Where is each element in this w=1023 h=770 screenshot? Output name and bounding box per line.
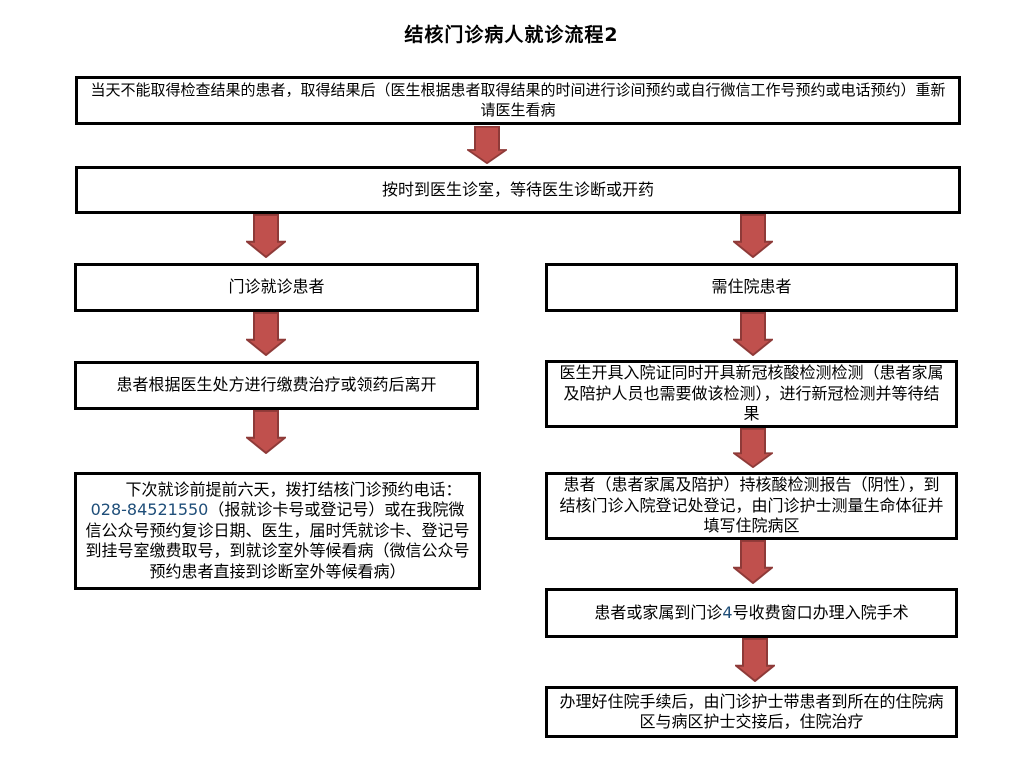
flow-box-text: 医生开具入院证同时开具新冠核酸检测检测（患者家属及陪护人员也需要做该检测），进行…	[559, 363, 944, 424]
flow-box-admission-test: 医生开具入院证同时开具新冠核酸检测检测（患者家属及陪护人员也需要做该检测），进行…	[545, 360, 958, 428]
down-arrow-icon	[733, 540, 773, 584]
next-visit-text-after: （报就诊卡号或登记号）或在我院微信公众号预约复诊日期、医生，届时凭就诊卡、登记号…	[85, 500, 470, 581]
flow-box-text: 办理好住院手续后，由门诊护士带患者到所在的住院病区与病区护士交接后，住院治疗	[559, 691, 944, 731]
fee-window-text-before: 患者或家属到门诊	[594, 602, 723, 622]
down-arrow-icon	[733, 312, 773, 356]
down-arrow-icon	[246, 410, 286, 454]
next-visit-text-before: 下次就诊前提前六天，拨打结核门诊预约电话：	[125, 479, 462, 499]
flow-box-register: 患者（患者家属及陪护）持核酸检测报告（阴性），到结核门诊入院登记处登记，由门诊护…	[545, 472, 958, 540]
fee-window-text-after: 号收费窗口办理入院手术	[732, 602, 909, 622]
flow-box-text: 需住院患者	[711, 277, 792, 297]
flow-box-wait-result: 当天不能取得检查结果的患者，取得结果后（医生根据患者取得结果的时间进行诊间预约或…	[75, 76, 961, 125]
flow-box-pay-leave: 患者根据医生处方进行缴费治疗或领药后离开	[74, 361, 479, 410]
flow-box-text: 患者（患者家属及陪护）持核酸检测报告（阴性），到结核门诊入院登记处登记，由门诊护…	[559, 475, 944, 536]
flow-box-text: 患者或家属到门诊4号收费窗口办理入院手术	[556, 603, 947, 623]
page-title: 结核门诊病人就诊流程2	[404, 24, 619, 46]
down-arrow-icon	[735, 638, 775, 682]
flow-box-text: 当天不能取得检查结果的患者，取得结果后（医生根据患者取得结果的时间进行诊间预约或…	[90, 81, 946, 119]
flow-box-text: 患者根据医生处方进行缴费治疗或领药后离开	[116, 375, 437, 395]
flow-box-inpatient: 需住院患者	[545, 263, 958, 312]
down-arrow-icon	[246, 214, 286, 258]
down-arrow-icon	[246, 312, 286, 356]
flow-box-fee-window: 患者或家属到门诊4号收费窗口办理入院手术	[545, 588, 958, 638]
phone-number: 028-84521550	[90, 500, 209, 520]
flow-box-text: 下次就诊前提前六天，拨打结核门诊预约电话：028-84521550（报就诊卡号或…	[85, 480, 470, 582]
flow-box-ward: 办理好住院手续后，由门诊护士带患者到所在的住院病区与病区护士交接后，住院治疗	[545, 686, 958, 738]
flow-box-next-visit: 下次就诊前提前六天，拨打结核门诊预约电话：028-84521550（报就诊卡号或…	[74, 472, 481, 590]
flow-box-on-time: 按时到医生诊室，等待医生诊断或开药	[75, 166, 961, 214]
flow-box-text: 门诊就诊患者	[228, 277, 325, 297]
down-arrow-icon	[467, 126, 507, 164]
down-arrow-icon	[733, 214, 773, 258]
flow-box-outpatient: 门诊就诊患者	[74, 263, 479, 312]
flow-box-text: 按时到医生诊室，等待医生诊断或开药	[381, 179, 654, 199]
window-number: 4	[722, 602, 733, 622]
down-arrow-icon	[733, 428, 773, 468]
